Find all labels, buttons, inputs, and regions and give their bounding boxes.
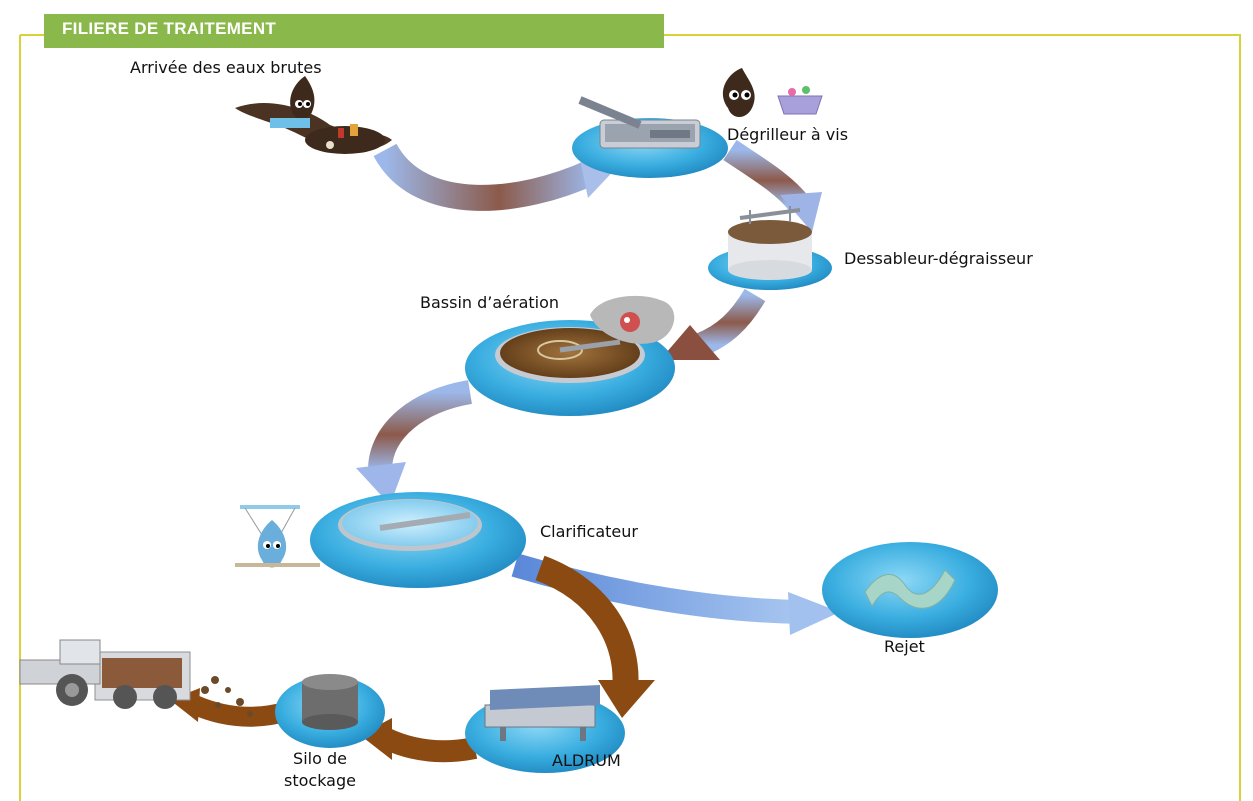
arrow-grit-to-aeration — [695, 288, 766, 357]
arrow-screen-to-grit-head — [780, 192, 822, 232]
aeration-basin-icon — [465, 320, 675, 416]
clarifier-icon — [310, 492, 526, 588]
arrow-aldrum-to-silo — [380, 727, 478, 763]
label-inlet: Arrivée des eaux brutes — [130, 58, 322, 77]
screw-screen-icon — [572, 96, 728, 178]
title-band — [44, 14, 664, 48]
arrow-clarifier-to-aldrum — [535, 555, 639, 692]
arrow-aldrum-to-silo-head — [360, 718, 392, 760]
arrow-clarifier-to-aldrum-head — [598, 680, 655, 718]
arrow-clarifier-to-discharge-head — [788, 592, 840, 635]
label-clarifier: Clarificateur — [540, 522, 638, 541]
discharge-icon — [822, 542, 998, 638]
snorkel-mascot-icon — [590, 295, 675, 344]
silo-icon — [275, 674, 385, 748]
page-title: FILIERE DE TRAITEMENT — [62, 19, 277, 38]
arrow-silo-to-tractor — [191, 695, 288, 727]
screen-mascot-icon — [722, 68, 823, 117]
inlet-mascot-icon — [235, 76, 392, 154]
arrow-inlet-to-screen — [373, 143, 598, 211]
label-grit: Dessableur-dégraisseur — [844, 249, 1033, 268]
parachute-mascot-icon — [235, 505, 320, 568]
tractor-trailer-icon — [19, 639, 253, 717]
aldrum-icon — [465, 685, 625, 773]
grit-tank-icon — [708, 206, 832, 290]
label-screen: Dégrilleur à vis — [727, 125, 849, 144]
arrow-grit-to-aeration-head — [660, 325, 720, 360]
arrow-aeration-to-clarifier — [368, 380, 473, 471]
label-silo: Silo de stockage — [284, 749, 356, 790]
arrow-silo-to-tractor-head — [170, 688, 200, 722]
label-aldrum: ALDRUM — [552, 751, 621, 770]
label-aeration: Bassin d’aération — [420, 293, 560, 312]
label-discharge: Rejet — [884, 637, 925, 656]
